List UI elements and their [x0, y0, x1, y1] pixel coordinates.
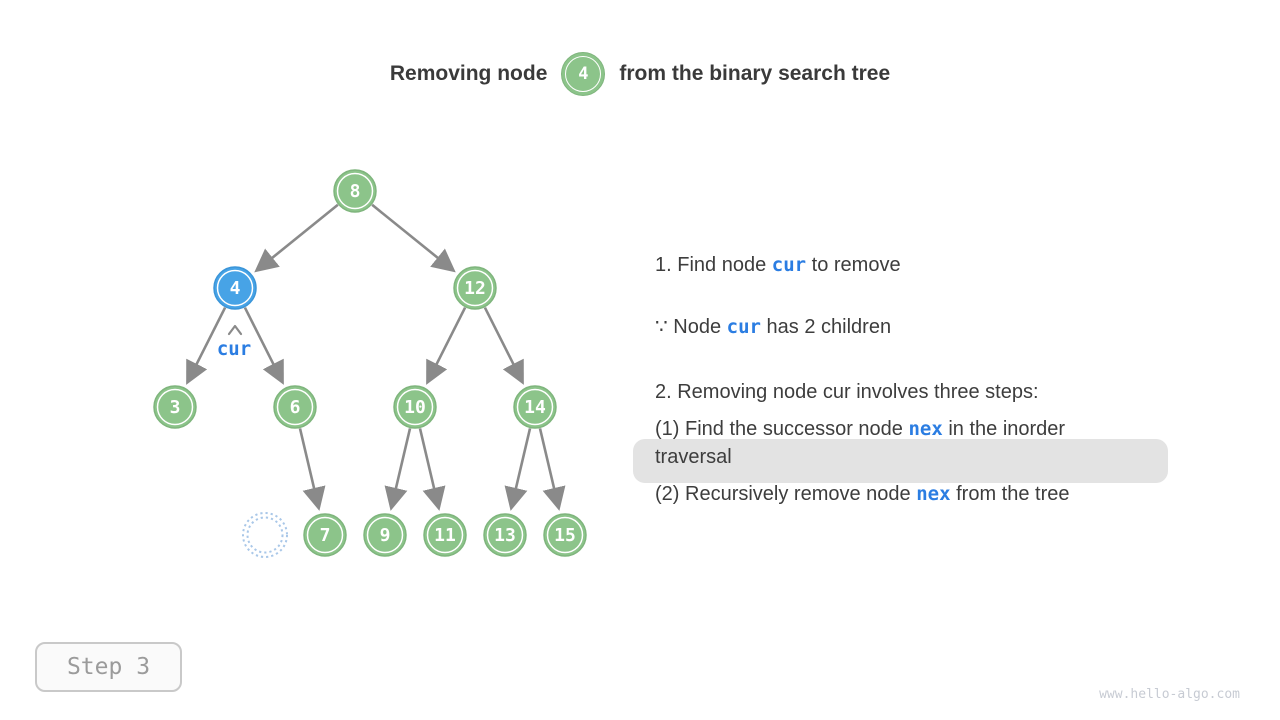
text-highlight — [633, 439, 1168, 483]
tree-node-7: 7 — [303, 513, 347, 557]
note-line: (2) Recursively remove node nex from the… — [655, 480, 1185, 508]
node-value: 7 — [320, 525, 331, 546]
tree-edge — [243, 307, 284, 385]
tree-node-10: 10 — [393, 385, 437, 429]
tree-node-11: 11 — [423, 513, 467, 557]
tree-node-3: 3 — [153, 385, 197, 429]
tree-node-12: 12 — [453, 266, 497, 310]
tree-edge — [186, 307, 227, 385]
node-value: 10 — [404, 397, 426, 418]
node-value: 6 — [290, 397, 301, 418]
tree-edge — [298, 428, 326, 511]
code-token: cur — [726, 316, 761, 338]
note-text: (2) Recursively remove node — [655, 483, 917, 505]
note-text: in the inorder — [942, 418, 1066, 440]
tree-edge — [426, 307, 467, 385]
tree-node-9: 9 — [363, 513, 407, 557]
page-title: Removing node 4 from the binary search t… — [0, 50, 1280, 98]
node-value: 14 — [524, 397, 546, 418]
explanation-text: 1. Find node cur to remove ∵ Node cur has… — [655, 251, 1185, 508]
code-token: cur — [771, 254, 807, 276]
code-token: nex — [916, 483, 951, 505]
note-text: ∵ Node — [655, 316, 727, 338]
binary-search-tree-diagram: 8 4 12 3 6 10 14 7 9 11 13 15 cur — [153, 169, 587, 558]
title-suffix: from the binary search tree — [619, 62, 891, 85]
tree-edge — [504, 428, 532, 511]
node-value: 3 — [170, 397, 181, 418]
node-value: 12 — [464, 278, 486, 299]
cur-pointer: cur — [217, 324, 251, 360]
tree-edge — [538, 428, 566, 511]
tree-edge — [254, 203, 339, 273]
note-line: 1. Find node cur to remove — [655, 251, 1185, 279]
tree-node-13: 13 — [483, 513, 527, 557]
node-value: 9 — [380, 525, 391, 546]
step-label: Step 3 — [66, 654, 151, 680]
node-value: 11 — [434, 525, 456, 546]
step-badge: Step 3 — [35, 642, 182, 692]
note-text: (1) Find the successor node — [655, 418, 909, 440]
tree-node-6: 6 — [273, 385, 317, 429]
note-text: 2. Removing node cur involves three step… — [655, 381, 1039, 403]
code-token: nex — [908, 418, 943, 440]
note-line: 2. Removing node cur involves three step… — [655, 378, 1185, 406]
title-node-circle: 4 — [561, 52, 606, 96]
tree-node-4: 4 — [213, 266, 257, 310]
node-value: 13 — [494, 525, 516, 546]
note-text: from the tree — [950, 483, 1070, 505]
note-text: has 2 children — [760, 316, 892, 338]
tree-node-14: 14 — [513, 385, 557, 429]
tree-edge — [418, 428, 446, 511]
note-line: (1) Find the successor node nex in the i… — [655, 415, 1185, 443]
node-value: 15 — [554, 525, 576, 546]
title-node-value: 4 — [565, 56, 602, 92]
tree-edge — [384, 428, 412, 511]
tree-node-8: 8 — [333, 169, 377, 213]
note-line: ∵ Node cur has 2 children — [655, 313, 1185, 341]
note-text: traversal — [655, 446, 732, 468]
tree-node-15: 15 — [543, 513, 587, 557]
title-prefix: Removing node — [389, 62, 548, 85]
note-text: to remove — [806, 254, 901, 276]
note-text: 1. Find node — [655, 254, 772, 276]
node-value: 4 — [230, 278, 241, 299]
tree-edge — [371, 203, 456, 273]
empty-node-placeholder — [242, 512, 288, 558]
cur-label: cur — [217, 338, 251, 360]
tree-edge — [483, 307, 524, 385]
note-line: traversal — [655, 443, 1185, 471]
node-value: 8 — [350, 181, 361, 202]
watermark: www.hello-algo.com — [1099, 687, 1240, 702]
